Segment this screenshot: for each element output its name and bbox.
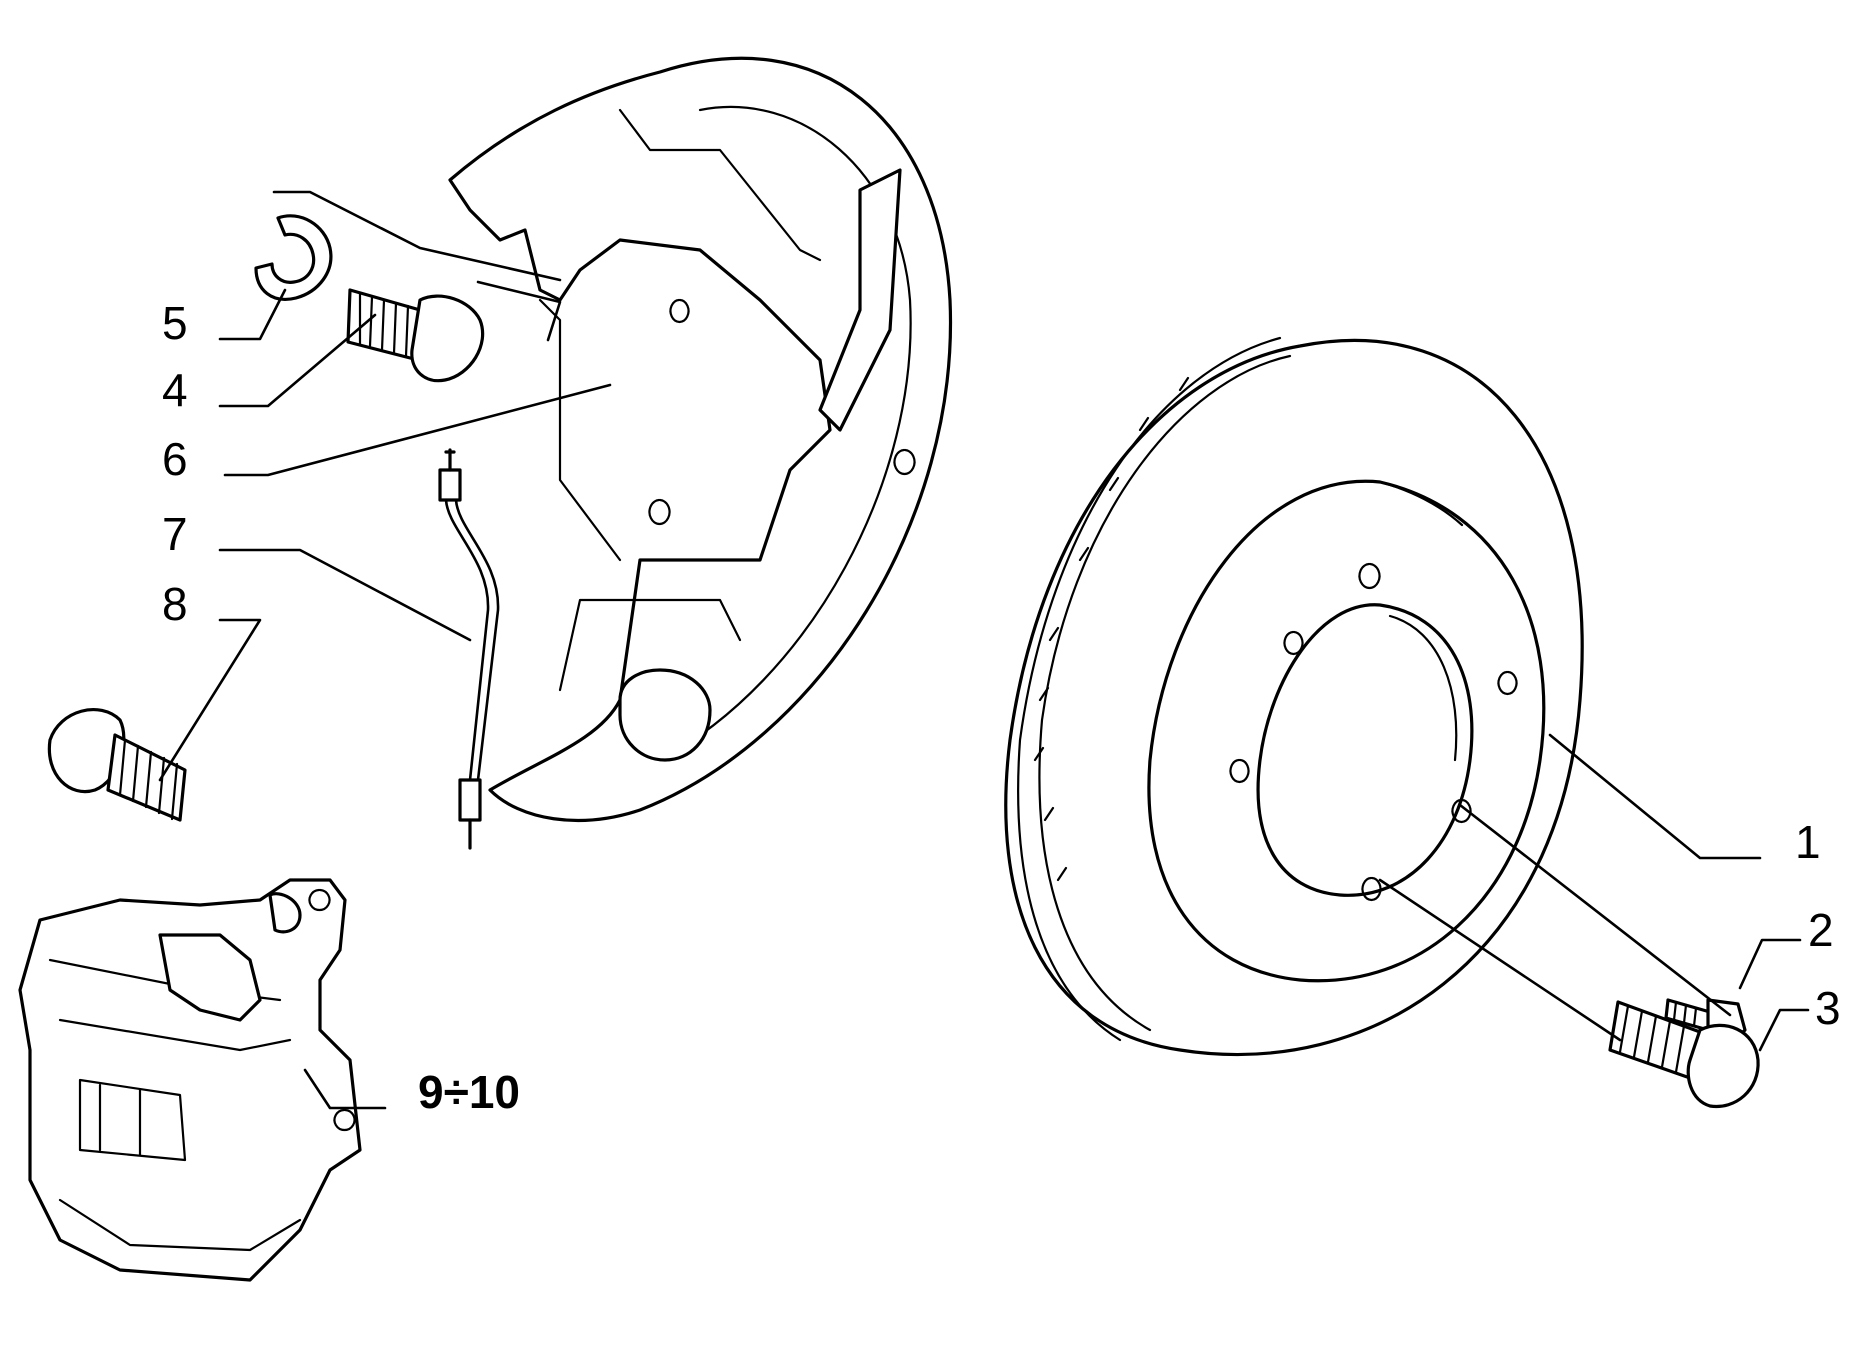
leader-lines — [158, 190, 1810, 1110]
callout-3: 3 — [1815, 982, 1841, 1034]
callout-9-10: 9÷10 — [418, 1066, 520, 1118]
callout-4: 4 — [162, 364, 188, 416]
bolt-long — [47, 708, 187, 822]
bolt-large — [1608, 1000, 1760, 1109]
speed-sensor — [438, 448, 500, 850]
brake-caliper — [18, 878, 362, 1282]
callout-1: 1 — [1795, 816, 1821, 868]
lock-washer — [254, 214, 333, 301]
callout-6: 6 — [162, 433, 188, 485]
callout-7: 7 — [162, 508, 188, 560]
dust-shield — [448, 56, 953, 822]
brake-disc — [1004, 336, 1584, 1057]
callout-8: 8 — [162, 578, 188, 630]
callout-2: 2 — [1808, 904, 1834, 956]
bolt-short — [346, 288, 485, 383]
callout-5: 5 — [162, 297, 188, 349]
